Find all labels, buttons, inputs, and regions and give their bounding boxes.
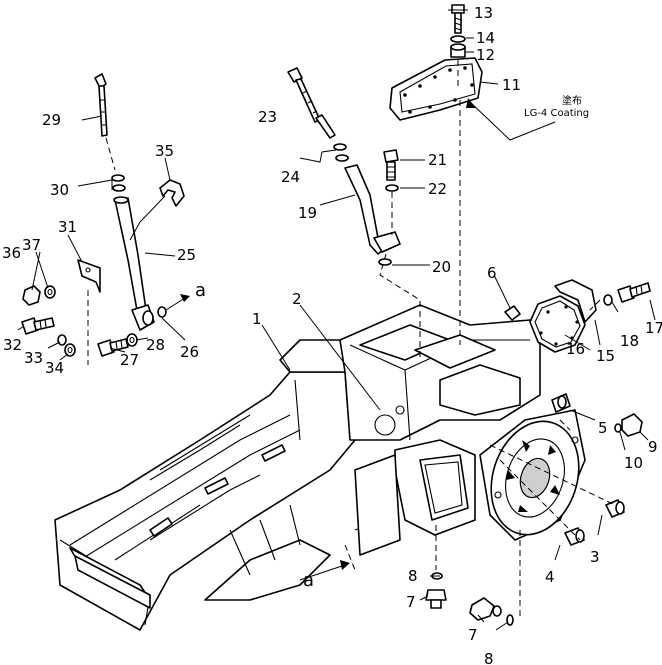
callout-27: 27	[120, 351, 139, 369]
callout-36: 36	[2, 244, 21, 262]
callout-18: 18	[620, 332, 639, 350]
callout-7a: 7	[406, 593, 416, 611]
callout-32: 32	[3, 336, 22, 354]
callout-2: 2	[292, 290, 302, 308]
callout-1: 1	[252, 310, 262, 328]
callout-17: 17	[645, 319, 662, 337]
callout-10: 10	[624, 454, 643, 472]
ref-mark-a-upper: a	[195, 280, 206, 301]
callout-29: 29	[42, 111, 61, 129]
assembly-centerlines	[87, 100, 616, 620]
callout-12: 12	[476, 46, 495, 64]
callout-35: 35	[155, 142, 174, 160]
right-lower-fasteners	[425, 393, 643, 626]
callout-16: 16	[566, 340, 585, 358]
callout-4: 4	[545, 568, 555, 586]
callout-9: 9	[648, 438, 658, 456]
coating-note-text: LG-4 Coating	[524, 108, 589, 119]
callout-15: 15	[596, 347, 615, 365]
callout-11: 11	[502, 76, 521, 94]
callout-33: 33	[24, 349, 43, 367]
callout-26: 26	[180, 343, 199, 361]
callout-14: 14	[476, 29, 495, 47]
callout-8b: 8	[484, 650, 494, 665]
cover-bolt-stack	[450, 4, 466, 90]
ref-mark-a-lower: a	[303, 570, 314, 591]
callout-3: 3	[590, 548, 600, 566]
callout-8a: 8	[408, 567, 418, 585]
callout-34: 34	[45, 359, 64, 377]
top-cover	[389, 57, 483, 121]
bearing-housing	[479, 409, 586, 541]
callout-25: 25	[177, 246, 196, 264]
callout-21: 21	[428, 151, 447, 169]
callout-31: 31	[58, 218, 77, 236]
callout-5: 5	[598, 419, 608, 437]
right-cover-parts	[504, 279, 651, 353]
callout-13: 13	[474, 4, 493, 22]
main-frame	[54, 304, 541, 631]
coating-note: 塗布 LG-4 Coating	[524, 94, 589, 119]
callout-19: 19	[298, 204, 317, 222]
callout-20: 20	[432, 258, 451, 276]
callout-6: 6	[487, 264, 497, 282]
callout-30: 30	[50, 181, 69, 199]
callout-24: 24	[281, 168, 300, 186]
callout-37: 37	[22, 236, 41, 254]
callout-23: 23	[258, 108, 277, 126]
left-filler-tube	[77, 73, 190, 331]
left-fasteners	[21, 285, 138, 357]
callout-22: 22	[428, 180, 447, 198]
coating-note-jp: 塗布	[562, 94, 582, 107]
callout-28: 28	[146, 336, 165, 354]
callout-labels: 13 14 12 11 21 22 20 23 24 19 29 30 35 2…	[2, 4, 662, 665]
callout-7b: 7	[468, 626, 478, 644]
center-filler-tube	[287, 67, 421, 360]
leader-lines	[17, 9, 656, 631]
